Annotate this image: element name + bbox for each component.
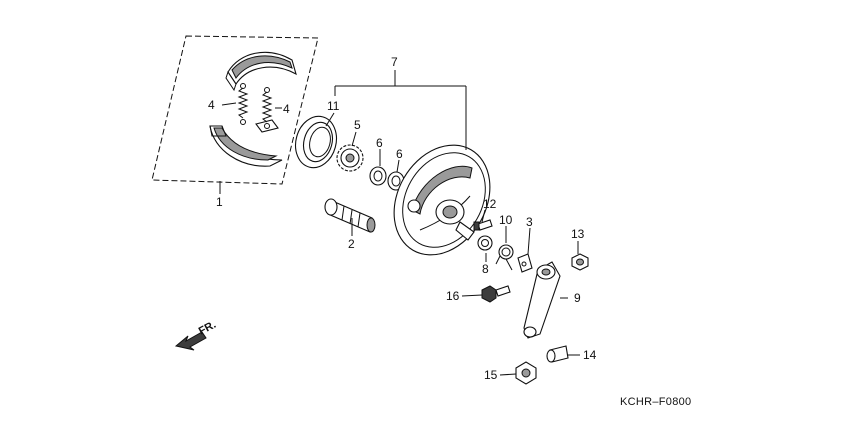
bolt-small xyxy=(473,219,493,231)
wear-indicator-plate xyxy=(517,253,533,273)
brake-panel xyxy=(393,144,491,256)
nut-15 xyxy=(515,361,537,385)
callout-14: 14 xyxy=(583,348,597,362)
callout-15: 15 xyxy=(484,368,498,382)
speedometer-gear xyxy=(336,144,364,172)
dust-seal xyxy=(294,115,338,169)
callout-4-left: 4 xyxy=(208,98,215,112)
callout-12: 12 xyxy=(483,197,497,211)
brake-shoe-kit-group xyxy=(151,35,319,185)
front-direction-label: FR. xyxy=(197,319,218,338)
callout-3: 3 xyxy=(526,215,533,229)
brake-spring-left xyxy=(237,83,249,125)
front-direction-arrow: FR. xyxy=(174,319,218,351)
brake-arm xyxy=(523,261,561,339)
callout-7: 7 xyxy=(391,55,398,69)
callout-11: 11 xyxy=(327,99,340,113)
brake-spring-right xyxy=(261,87,273,129)
bolt-16 xyxy=(481,285,511,303)
callout-4-right: 4 xyxy=(283,102,290,116)
callout-8: 8 xyxy=(482,262,489,276)
callout-9: 9 xyxy=(574,291,581,305)
callout-10: 10 xyxy=(499,213,513,227)
nut-13 xyxy=(571,253,589,271)
brake-shoe-lower xyxy=(209,119,283,167)
brake-cam xyxy=(324,198,376,233)
joint-pin xyxy=(546,345,569,363)
felt-seal xyxy=(477,235,493,251)
callout-6-left: 6 xyxy=(376,136,383,150)
diagram-code: KCHR–F0800 xyxy=(620,396,691,408)
return-spring xyxy=(495,244,514,271)
brake-shoe-upper xyxy=(225,51,297,92)
callout-1: 1 xyxy=(216,195,223,209)
callout-5: 5 xyxy=(354,118,361,132)
washer-outer xyxy=(369,166,387,186)
callout-13: 13 xyxy=(571,227,585,241)
callout-2: 2 xyxy=(348,237,355,251)
leader-lines xyxy=(219,70,580,376)
callout-16: 16 xyxy=(446,289,460,303)
callout-6-right: 6 xyxy=(396,147,403,161)
